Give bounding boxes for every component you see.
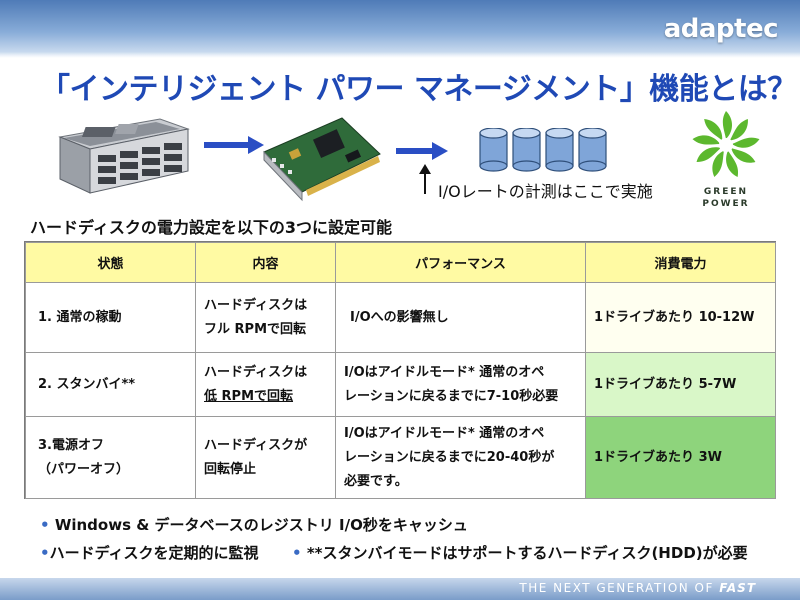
- header-band: adaptec: [0, 0, 800, 58]
- cell-text: 1ドライブあたり 5-7W: [594, 376, 737, 392]
- green-power-text-line1: GREEN: [703, 187, 749, 197]
- cell-text: I/Oはアイドルモード* 通常のオペ: [344, 425, 545, 441]
- arrow-right-icon: [204, 136, 264, 154]
- cell-state: 3.電源オフ （パワーオフ）: [25, 416, 196, 499]
- server-chassis-image: [58, 118, 190, 194]
- cell-power: 1ドライブあたり 3W: [585, 416, 776, 499]
- cell-text: I/Oはアイドルモード* 通常のオペ: [344, 364, 545, 380]
- cell-state: 2. スタンバイ**: [25, 352, 196, 417]
- table-header-row: 状態 内容 パフォーマンス 消費電力: [25, 242, 776, 283]
- cell-performance: I/Oはアイドルモード* 通常のオペ レーションに戻るまでに20-40秒が 必要…: [335, 416, 586, 499]
- bullet-item: •ハードディスクを定期的に監視: [40, 542, 259, 563]
- header-power: 消費電力: [585, 242, 776, 283]
- bullet-dot-icon: •: [292, 544, 307, 562]
- cell-content: ハードディスクは 低 RPMで回転: [195, 352, 336, 417]
- bullet-text: **スタンバイモードはサポートするハードディスク(HDD)が必要: [306, 544, 748, 562]
- cell-text: レーションに戻るまでに7-10秒必要: [344, 388, 559, 404]
- cell-text: I/Oへの影響無し: [350, 309, 449, 325]
- cell-text: 回転停止: [204, 461, 257, 477]
- cell-power: 1ドライブあたり 5-7W: [585, 352, 776, 417]
- table-row: 3.電源オフ （パワーオフ） ハードディスクが 回転停止 I/Oはアイドルモード…: [25, 416, 776, 499]
- cell-text: 1. 通常の稼動: [38, 309, 122, 325]
- bullet-item: • **スタンバイモードはサポートするハードディスク(HDD)が必要: [292, 542, 748, 563]
- cell-text: ハードディスクは: [204, 297, 308, 313]
- footer-tagline-prefix: THE NEXT GENERATION OF: [519, 581, 714, 595]
- header-state: 状態: [25, 242, 196, 283]
- io-measurement-note: I/Oレートの計測はここで実施: [438, 182, 653, 201]
- power-settings-table: 状態 内容 パフォーマンス 消費電力 1. 通常の稼動 ハードディスクは フル …: [24, 241, 776, 499]
- bullet-dot-icon: •: [40, 516, 55, 534]
- header-content: 内容: [195, 242, 336, 283]
- cell-power: 1ドライブあたり 10-12W: [585, 282, 776, 353]
- bullet-text: Windows & データベースのレジストリ I/O秒をキャッシュ: [54, 516, 468, 534]
- cell-text: （パワーオフ）: [38, 461, 130, 477]
- green-power-logo: GREEN POWER: [683, 105, 769, 215]
- green-power-text-line2: POWER: [702, 199, 750, 209]
- cell-performance: I/Oへの影響無し: [335, 282, 586, 353]
- cell-text: 3.電源オフ: [38, 437, 104, 453]
- cell-content: ハードディスクは フル RPMで回転: [195, 282, 336, 353]
- cell-text: 1ドライブあたり 3W: [594, 449, 722, 465]
- cell-state: 1. 通常の稼動: [25, 282, 196, 353]
- slide-title: 「インテリジェント パワー マネージメント」機能とは？: [40, 72, 797, 107]
- bullet-dot-icon: •: [40, 544, 50, 562]
- cell-text: ハードディスクは: [204, 364, 308, 380]
- arrow-right-icon: [396, 142, 448, 160]
- table-row: 2. スタンバイ** ハードディスクは 低 RPMで回転 I/Oはアイドルモード…: [25, 352, 776, 417]
- cell-text: 低 RPMで回転: [204, 388, 294, 404]
- adaptec-logo: adaptec: [663, 14, 779, 44]
- disk-array-icon: [479, 128, 607, 172]
- cell-text: レーションに戻るまでに20-40秒が: [344, 449, 555, 465]
- bullet-text: ハードディスクを定期的に監視: [49, 544, 259, 562]
- cell-performance: I/Oはアイドルモード* 通常のオペ レーションに戻るまでに7-10秒必要: [335, 352, 586, 417]
- cell-content: ハードディスクが 回転停止: [195, 416, 336, 499]
- footer-tagline: THE NEXT GENERATION OF FAST: [519, 581, 756, 595]
- footer-band: THE NEXT GENERATION OF FAST: [0, 578, 800, 600]
- cell-text: 必要です。: [344, 473, 408, 489]
- bullet-item: • Windows & データベースのレジストリ I/O秒をキャッシュ: [40, 514, 468, 535]
- section-label: ハードディスクの電力設定を以下の3つに設定可能: [30, 218, 393, 237]
- green-power-emblem-icon: [692, 111, 760, 177]
- cell-text: 1ドライブあたり 10-12W: [594, 309, 755, 325]
- cell-text: ハードディスクが: [204, 437, 308, 453]
- cell-text: フル RPMで回転: [204, 321, 307, 337]
- header-performance: パフォーマンス: [335, 242, 586, 283]
- table-row: 1. 通常の稼動 ハードディスクは フル RPMで回転 I/Oへの影響無し 1ド…: [25, 282, 776, 353]
- cell-text: 2. スタンバイ**: [38, 376, 136, 392]
- arrow-up-icon: [419, 164, 431, 194]
- raid-controller-card-image: [263, 117, 381, 202]
- footer-tagline-emphasis: FAST: [719, 581, 756, 595]
